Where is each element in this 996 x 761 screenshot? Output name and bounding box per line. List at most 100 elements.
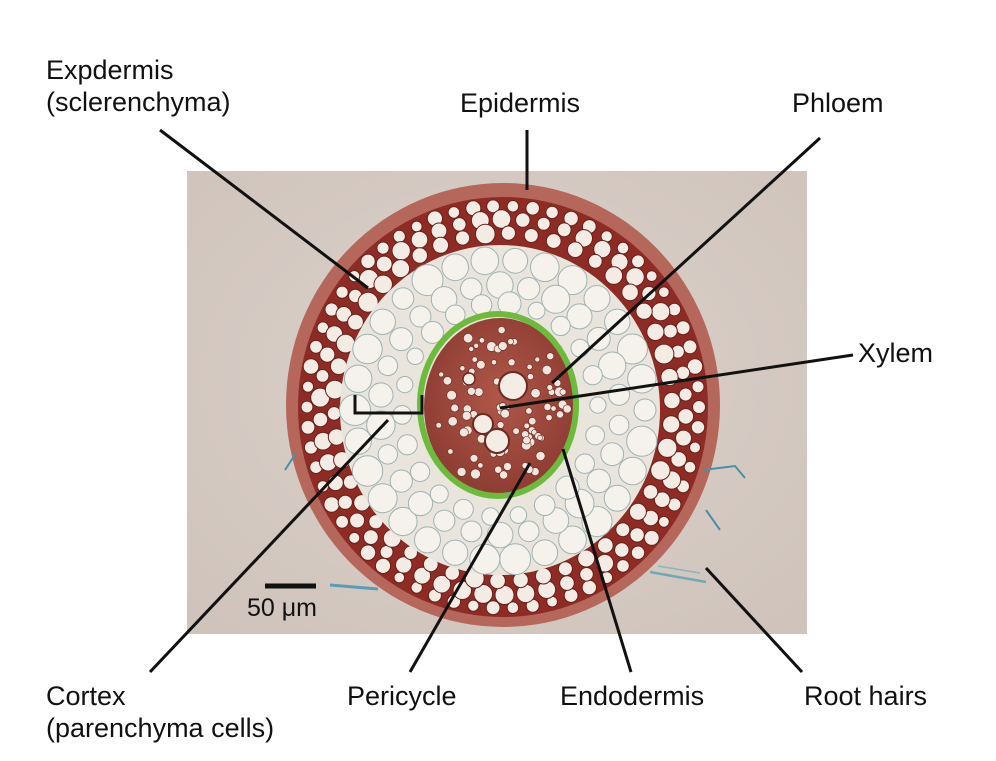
exodermis-cell [326,406,342,421]
cortex-cell [600,442,625,467]
exodermis-cell [545,233,562,249]
exodermis-cell [360,253,376,269]
exodermis-cell [631,254,645,269]
exodermis-cell [545,205,559,220]
cortex-cell [344,364,373,393]
cortex-cell [406,347,424,365]
exodermis-cell [630,545,646,560]
cortex-cell [502,247,529,274]
exodermis-cells [300,199,706,616]
exodermis-cell [515,212,531,228]
exodermis-cell [410,220,423,233]
cortex-cell [414,526,441,554]
exodermis-cell [691,380,705,394]
exodermis-cell [523,228,539,243]
stele-cell [500,409,510,419]
exodermis-cell [375,255,393,273]
stele-cell [546,384,553,391]
exodermis-cell [643,529,660,546]
exodermis-cell [347,313,364,331]
xylem-vessel [472,413,494,435]
stele-cell [530,388,541,399]
exodermis-cell [670,451,688,468]
label-xylem: Xylem [858,338,934,368]
cortex-cell [367,483,398,514]
exodermis-cell [475,223,496,245]
cortex-cell [460,520,483,543]
leader-endodermis [561,448,633,673]
stele-cell [450,403,459,413]
exodermis-cell [577,549,596,568]
stele-cell [494,465,503,474]
exodermis-cell [486,199,501,214]
exodermis-cell [489,572,506,590]
stele-cell [523,422,530,430]
exodermis-cell [678,387,693,402]
exodermis-cell [682,339,698,355]
cortex-cell [411,264,444,297]
exodermis-cell [587,253,603,269]
stele-cell [459,365,466,372]
stele-cell [526,363,533,370]
exodermis-cell [646,322,665,341]
label-endodermis: Endodermis [560,681,705,711]
cortex-cell [558,525,587,555]
cortex-cell [533,494,556,517]
exodermis-cell [657,437,678,458]
cortex-cell [445,304,466,326]
stele-cell [447,416,458,427]
stele-cell [456,467,467,477]
root-hair [657,565,701,574]
stele-cell [512,427,520,435]
root-hair [702,464,746,479]
exodermis-cell [615,522,631,538]
cortex-cell [517,277,541,301]
cortex-cell [531,539,559,567]
stele-cell [550,405,557,412]
exodermis-cell [581,579,597,596]
cortex-cell [389,469,413,493]
exodermis-cell [645,270,658,283]
cortex-cell [586,468,612,494]
xylem-vessel [498,371,528,401]
exodermis-cell [663,323,678,339]
label-phloem: Phloem [792,88,884,118]
exodermis-cell [411,247,428,264]
exodermis-cell [651,302,671,322]
label-cortex-line2: (parenchyma cells) [46,713,275,743]
cortex-cell [626,425,658,457]
exodermis-cell [658,286,670,299]
exodermis-cell [635,302,653,320]
exodermis-cell [642,484,659,500]
cortex-cell [460,277,483,300]
stele-cell [477,462,484,469]
exodermis-cell [690,420,706,435]
cortex-cell [598,351,627,380]
stele-cell [435,422,442,429]
exodermis-cell [300,400,314,414]
cortex-cell [608,383,631,406]
stele-cell [474,387,484,397]
exodermis-cell [559,575,575,591]
exodermis-cell [391,241,411,261]
exodermis-cell [683,460,697,474]
exodermis-cell [473,584,494,604]
exodermis-cell [650,460,671,481]
cortex-cell [518,520,540,543]
exodermis-cell [302,358,320,375]
stele-cell [497,326,506,334]
exodermis-cell [593,240,612,259]
stele-cell [468,346,475,352]
exodermis-cell [653,491,671,509]
cortex-cell [396,434,418,456]
cortex-cell [344,427,372,455]
exodermis-cell [500,225,516,241]
exodermis-cell [628,502,647,521]
exodermis-cell [663,391,681,410]
leader-exodermis [159,128,369,290]
exodermis-cell [597,537,614,554]
exodermis-cell [621,283,639,302]
exodermis-cell [616,241,630,255]
exodermis-cell [675,429,692,447]
root-hair [329,583,379,591]
